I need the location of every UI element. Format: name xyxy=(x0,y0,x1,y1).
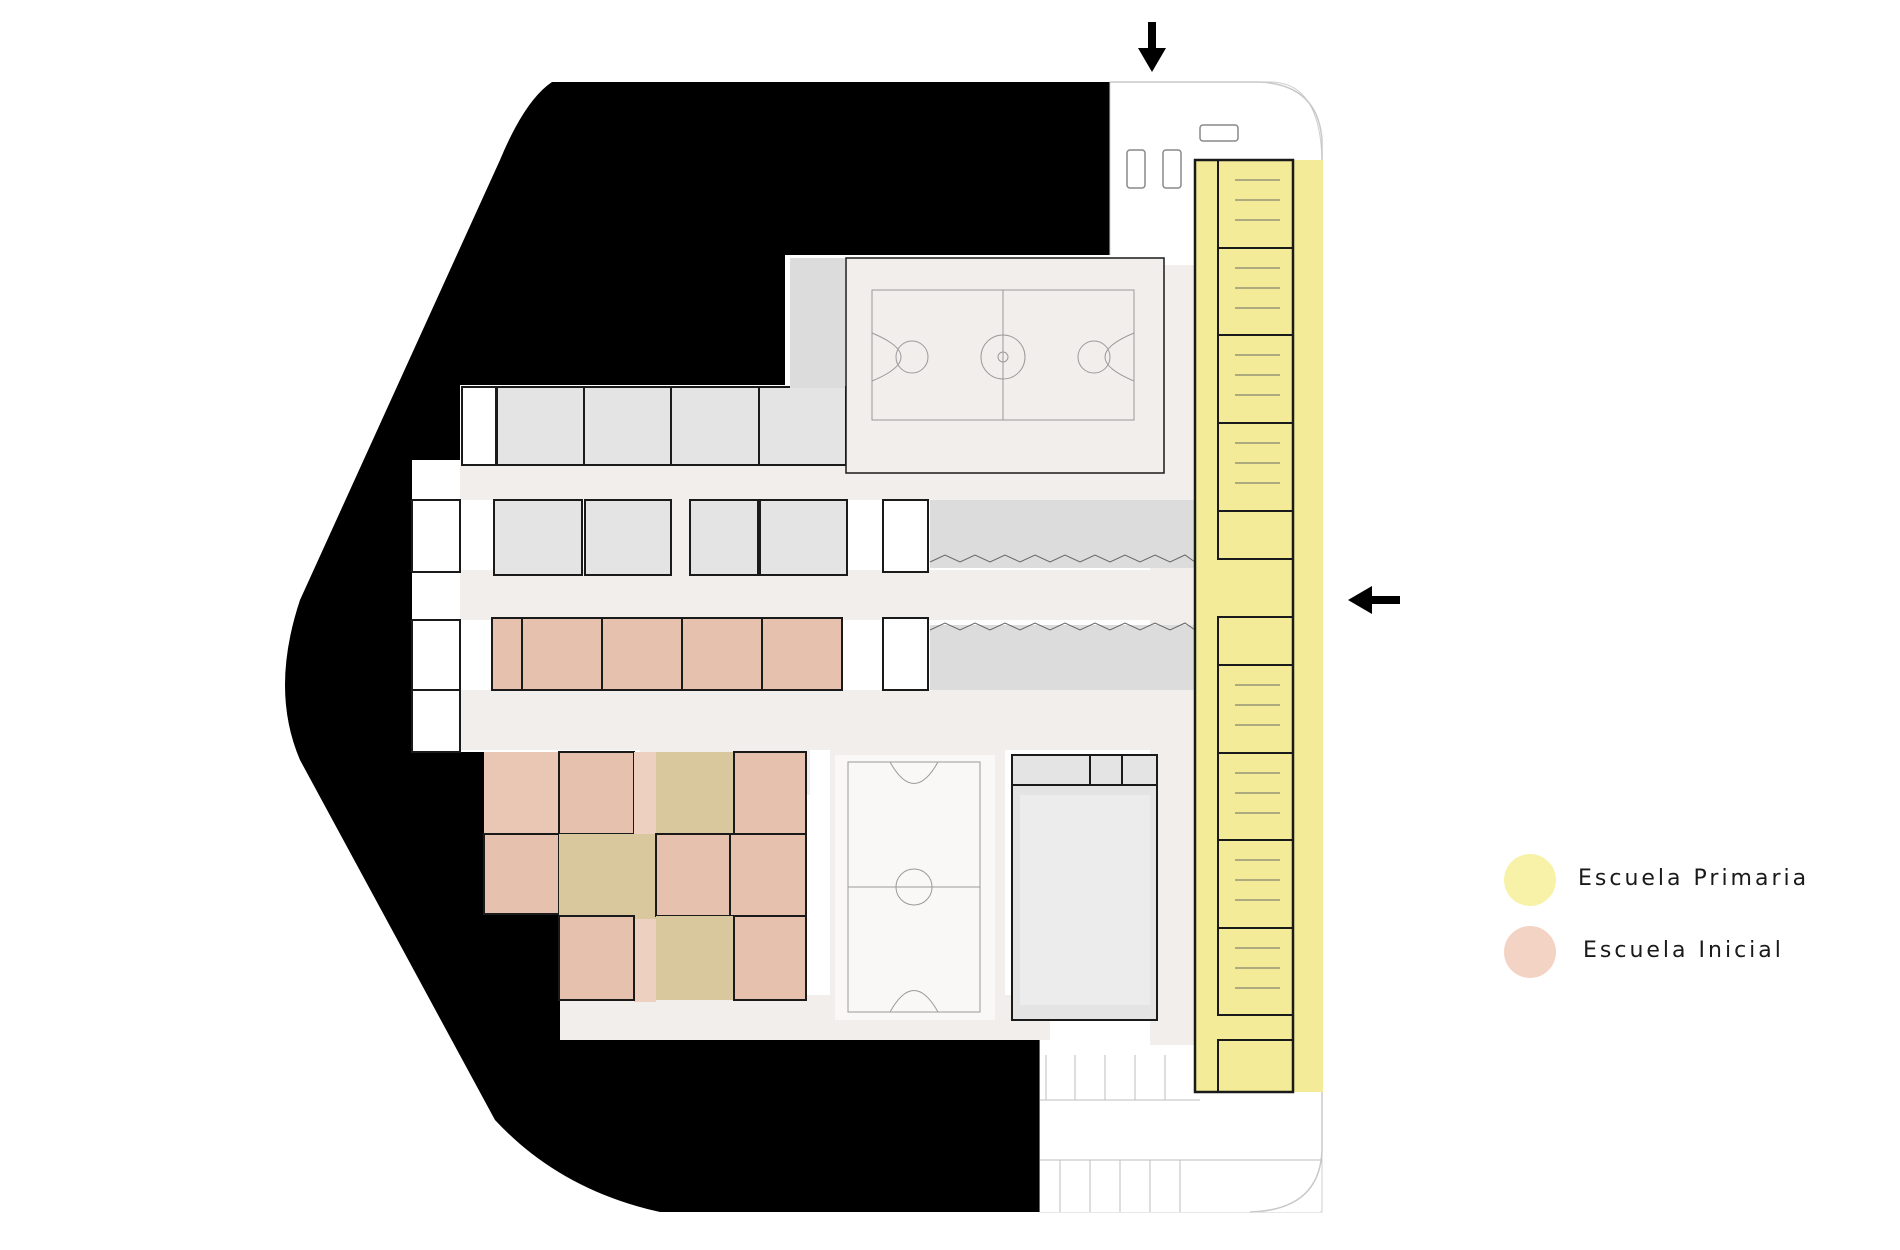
legend-swatch-initial xyxy=(1504,926,1556,978)
service-blocks xyxy=(411,499,929,753)
legend-swatch-primary xyxy=(1504,854,1556,906)
legend-label-primary: Escuela Primaria xyxy=(1578,866,1810,891)
common-rooms-upper xyxy=(461,258,848,576)
initial-school-row xyxy=(491,617,843,691)
arrow-left-icon xyxy=(1348,586,1400,614)
primary-school-strip xyxy=(1193,158,1323,1094)
gymnasium xyxy=(845,257,1165,474)
parked-cars xyxy=(1126,124,1239,189)
covered-patios xyxy=(929,500,1196,690)
legend-label-initial: Escuela Inicial xyxy=(1583,938,1784,963)
initial-school-cluster xyxy=(483,751,807,1002)
dining-hall xyxy=(1011,754,1158,1021)
arrow-down-icon xyxy=(1138,22,1166,72)
outdoor-court xyxy=(835,755,995,1020)
parking-spaces xyxy=(1040,1055,1322,1212)
